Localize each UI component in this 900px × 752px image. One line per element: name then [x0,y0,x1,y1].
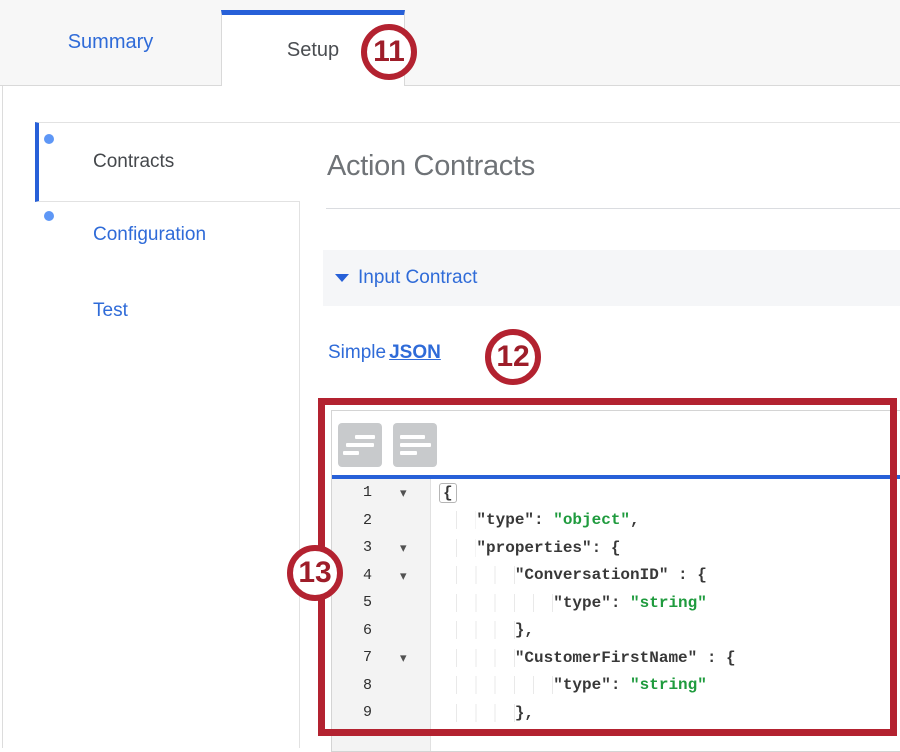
tab-strip-border [0,85,900,86]
line-gutter-cell: 6 [332,622,431,639]
sidebar-item-contracts[interactable]: Contracts [35,122,300,202]
fold-arrow-icon[interactable]: ▾ [400,567,407,583]
code-line[interactable]: 5 "type": "string" [332,589,900,617]
tab-setup[interactable]: Setup [221,10,405,86]
json-schema-editor[interactable]: 1▾{2 "type": "object",3▾ "properties": {… [331,410,900,752]
line-number-gutter [332,479,431,751]
sidebar-item-label: Configuration [93,224,207,245]
code-text: }, [431,621,534,640]
editor-focus-rule [332,475,900,479]
input-contract-section-header[interactable]: Input Contract [323,250,900,306]
code-line[interactable]: 1▾{ [332,479,900,507]
tab-summary[interactable]: Summary [67,31,154,53]
status-dot-icon [44,134,54,144]
indent-icon[interactable] [393,423,437,467]
code-line[interactable]: 7▾ "CustomerFirstName" : { [332,644,900,672]
code-line[interactable]: 9 }, [332,699,900,727]
code-line[interactable]: 8 "type": "string" [332,672,900,700]
code-line[interactable]: 6 }, [332,617,900,645]
header-rule [35,122,900,123]
line-gutter-cell: 4▾ [332,567,431,584]
view-json-link[interactable]: JSON [389,342,441,363]
code-text: "type": "string" [431,593,707,612]
line-number: 1 [362,484,372,502]
line-number: 9 [362,704,372,722]
fold-arrow-icon[interactable]: ▾ [400,485,407,501]
outdent-icon[interactable] [338,423,382,467]
line-gutter-cell: 2 [332,512,431,529]
code-line[interactable]: 3▾ "properties": { [332,534,900,562]
line-gutter-cell: 7▾ [332,649,431,666]
line-number: 3 [362,539,372,557]
code-text: "ConversationID" : { [431,566,707,585]
code-lines: 1▾{2 "type": "object",3▾ "properties": {… [332,479,900,727]
contract-view-toggle: Simple JSON [328,342,441,364]
sidebar-right-border [299,202,300,748]
code-text: "properties": { [431,538,620,557]
line-gutter-cell: 9 [332,704,431,721]
line-number: 4 [362,566,372,584]
status-dot-icon [44,211,54,221]
fold-arrow-icon[interactable]: ▾ [400,650,407,666]
sidebar-item-test[interactable]: Test [35,278,299,348]
editor-toolbar [332,411,900,475]
panel-left-border [2,86,3,748]
code-text: "type": "object", [431,511,640,530]
line-gutter-cell: 5 [332,594,431,611]
code-line[interactable]: 4▾ "ConversationID" : { [332,562,900,590]
section-label: Input Contract [358,267,478,288]
line-number: 2 [362,511,372,529]
collapse-triangle-icon[interactable] [335,274,349,282]
code-area[interactable]: 1▾{2 "type": "object",3▾ "properties": {… [332,479,900,751]
line-gutter-cell: 3▾ [332,539,431,556]
sidebar-item-label: Contracts [93,151,175,172]
view-simple-link[interactable]: Simple [328,342,387,363]
line-number: 5 [362,594,372,612]
line-gutter-cell: 1▾ [332,484,431,501]
title-divider [326,208,900,209]
fold-arrow-icon[interactable]: ▾ [400,540,407,556]
line-number: 7 [362,649,372,667]
line-gutter-cell: 8 [332,677,431,694]
page-title: Action Contracts [327,150,535,182]
code-text: "type": "string" [431,676,707,695]
sidebar-item-configuration[interactable]: Configuration [35,202,299,278]
code-line[interactable]: 2 "type": "object", [332,507,900,535]
code-text: "CustomerFirstName" : { [431,648,736,667]
sidebar-item-label: Test [93,300,128,321]
annotation-circle-12: 12 [485,329,541,385]
line-number: 6 [362,621,372,639]
code-text: { [431,482,457,503]
code-text: }, [431,703,534,722]
line-number: 8 [362,676,372,694]
tab-strip: Summary [0,0,900,86]
